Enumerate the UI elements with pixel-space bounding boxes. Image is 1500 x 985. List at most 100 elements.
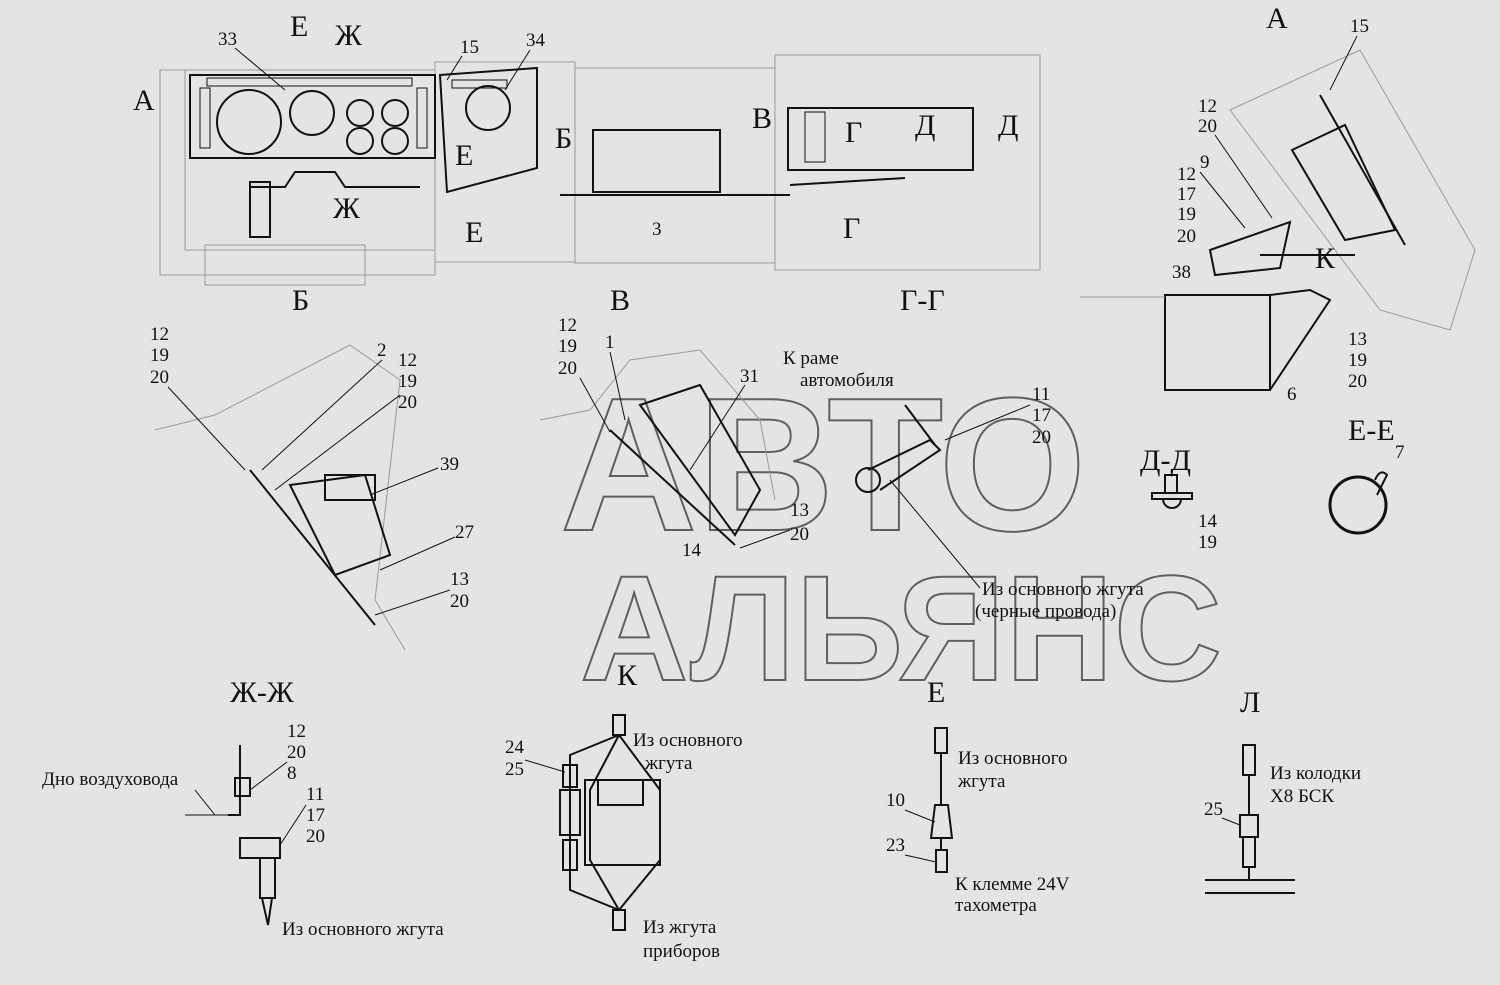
callout-9: 9: [1200, 152, 1210, 173]
callout-19b: 19: [1348, 350, 1367, 371]
callout-2: 2: [377, 340, 387, 361]
callout-1: 1: [605, 332, 615, 353]
callout-17: 17: [1177, 184, 1196, 205]
section-mark-e3: Е: [465, 216, 483, 249]
section-mark-g: Г: [845, 116, 862, 149]
callout-20c: 20: [1348, 371, 1367, 392]
callout-13: 13: [1348, 329, 1367, 350]
callout-38: 38: [1172, 262, 1191, 283]
callout-25: 25: [1204, 799, 1223, 820]
callout-31: 31: [740, 366, 759, 387]
callout-13: 13: [790, 500, 809, 521]
callout-20b: 20: [1177, 226, 1196, 247]
view-dd-title: Д-Д: [1140, 444, 1191, 477]
section-mark-zh2: Ж: [333, 192, 360, 225]
callout-14: 14: [1198, 511, 1218, 532]
callout-24: 24: [505, 737, 525, 758]
callout-13: 13: [450, 569, 469, 590]
to-frame-line2: автомобиля: [800, 370, 894, 391]
callout-8: 8: [287, 763, 297, 784]
view-a: А 15 12 20 9 12 17 19 20 38 К 13 19 20 6: [1080, 2, 1476, 405]
callout-15: 15: [1350, 16, 1369, 37]
view-b-title: Б: [292, 284, 309, 317]
callout-19: 19: [558, 336, 577, 357]
view-v-title: В: [610, 284, 630, 317]
view-k: К 24 25 Из основного жгута Из жгута приб…: [505, 659, 743, 962]
callout-12: 12: [558, 315, 577, 336]
callout-20b: 20: [306, 826, 325, 847]
view-ee: Е-Е 7: [1328, 414, 1405, 535]
section-mark-d2: Д: [998, 109, 1018, 142]
section-mark-zh: Ж: [335, 19, 362, 52]
callout-19b: 19: [398, 371, 417, 392]
terminal-line2: тахометра: [955, 895, 1037, 916]
from-harness-line2: (черные провода): [975, 601, 1116, 622]
from-main-line1: Из основного: [633, 730, 743, 751]
watermark: АВТО АЛЬЯНС: [559, 358, 1223, 713]
view-e-title: Е: [927, 676, 945, 709]
callout-12: 12: [150, 324, 169, 345]
callout-12b: 12: [398, 350, 417, 371]
terminal-line1: К клемме 24V: [955, 874, 1070, 895]
callout-33: 33: [218, 29, 237, 50]
from-harness-line1: Из основного жгута: [982, 579, 1144, 600]
view-e: Е Из основного жгута 10 23 К клемме 24V …: [886, 676, 1070, 916]
section-mark-g2: Г: [843, 212, 860, 245]
section-mark-d: Д: [915, 109, 935, 142]
callout-11: 11: [306, 784, 324, 805]
callout-10: 10: [886, 790, 905, 811]
from-block-line2: Х8 БСК: [1270, 786, 1334, 807]
callout-34: 34: [526, 30, 546, 51]
callout-15: 15: [460, 37, 479, 58]
callout-19: 19: [1198, 532, 1217, 553]
callout-7: 7: [1395, 442, 1405, 463]
view-gg-title: Г-Г: [900, 284, 945, 317]
callout-17: 17: [1032, 405, 1051, 426]
callout-12: 12: [1198, 96, 1217, 117]
callout-6: 6: [1287, 384, 1297, 405]
callout-20: 20: [287, 742, 306, 763]
callout-20: 20: [1198, 116, 1217, 137]
view-l: Л Из колодки Х8 БСК 25: [1204, 686, 1361, 894]
callout-14: 14: [682, 540, 702, 561]
from-instr-line1: Из жгута: [643, 917, 717, 938]
callout-20: 20: [150, 367, 169, 388]
from-harness-label: Из основного жгута: [282, 919, 444, 940]
callout-25: 25: [505, 759, 524, 780]
callout-39: 39: [440, 454, 459, 475]
view-arrow-a: А: [133, 84, 155, 117]
view-v: В 12 19 20 1 31 13 20 14: [539, 284, 809, 561]
callout-20: 20: [558, 358, 577, 379]
callout-12b: 12: [1177, 164, 1196, 185]
callout-17: 17: [306, 805, 325, 826]
callout-20: 20: [1032, 427, 1051, 448]
from-main-line2: жгута: [644, 753, 693, 774]
view-l-title: Л: [1240, 686, 1260, 719]
from-block-line1: Из колодки: [1270, 763, 1361, 784]
callout-19: 19: [1177, 204, 1196, 225]
view-gg: Г-Г К раме автомобиля 11 17 20 Из основн…: [783, 284, 1144, 622]
duct-bottom-label: Дно воздуховода: [42, 769, 179, 790]
callout-19: 19: [150, 345, 169, 366]
view-zhzh: Ж-Ж 12 20 8 Дно воздуховода 11 17 20 Из …: [42, 676, 444, 940]
from-main-line1: Из основного: [958, 748, 1068, 769]
view-arrow-v: В: [752, 102, 772, 135]
view-b: Б 12 19 20 2 12 19 20 39 27 13 20: [150, 284, 474, 651]
callout-27: 27: [455, 522, 474, 543]
section-mark-e2: Е: [455, 139, 473, 172]
callout-20b: 20: [398, 392, 417, 413]
from-main-line2: жгута: [957, 771, 1006, 792]
from-instr-line2: приборов: [643, 941, 720, 962]
view-arrow-b: Б: [555, 122, 572, 155]
to-frame-line1: К раме: [783, 348, 839, 369]
view-dd: Д-Д 14 19: [1140, 444, 1218, 553]
callout-20b: 20: [790, 524, 809, 545]
view-ee-title: Е-Е: [1348, 414, 1395, 447]
view-zhzh-title: Ж-Ж: [230, 676, 294, 709]
section-mark-e: Е: [290, 10, 308, 43]
section-mark-k: К: [1315, 242, 1336, 275]
callout-20c: 20: [450, 591, 469, 612]
callout-12: 12: [287, 721, 306, 742]
